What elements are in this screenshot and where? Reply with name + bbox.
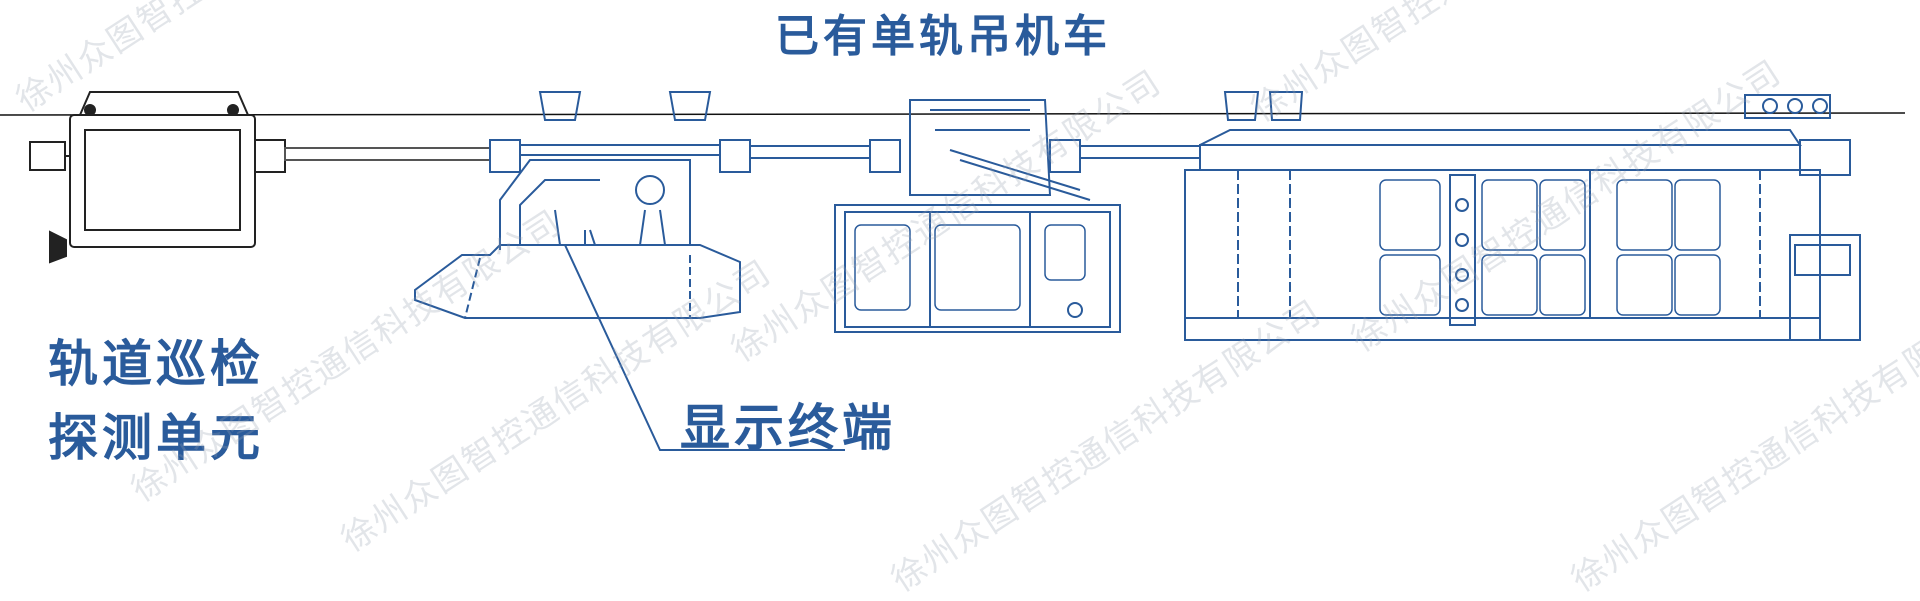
connecting-rod [284, 147, 491, 161]
connecting-rod [749, 145, 871, 159]
inspection-unit-label-line1: 轨道巡检 [48, 335, 264, 393]
inspection-unit-label-line2: 探测单元 [48, 409, 264, 467]
locomotive-body [1184, 91, 1861, 341]
monorail-locomotive-diagram [0, 91, 1906, 451]
inspection-unit [29, 91, 286, 264]
display-terminal-label: 显示终端 [680, 399, 896, 457]
cab-unit [414, 91, 845, 451]
diagram-title: 已有单轨吊机车 [775, 11, 1111, 62]
connecting-rod [1079, 145, 1201, 159]
rail-line [0, 112, 1906, 116]
power-unit [834, 99, 1121, 333]
leader-line [564, 244, 845, 451]
